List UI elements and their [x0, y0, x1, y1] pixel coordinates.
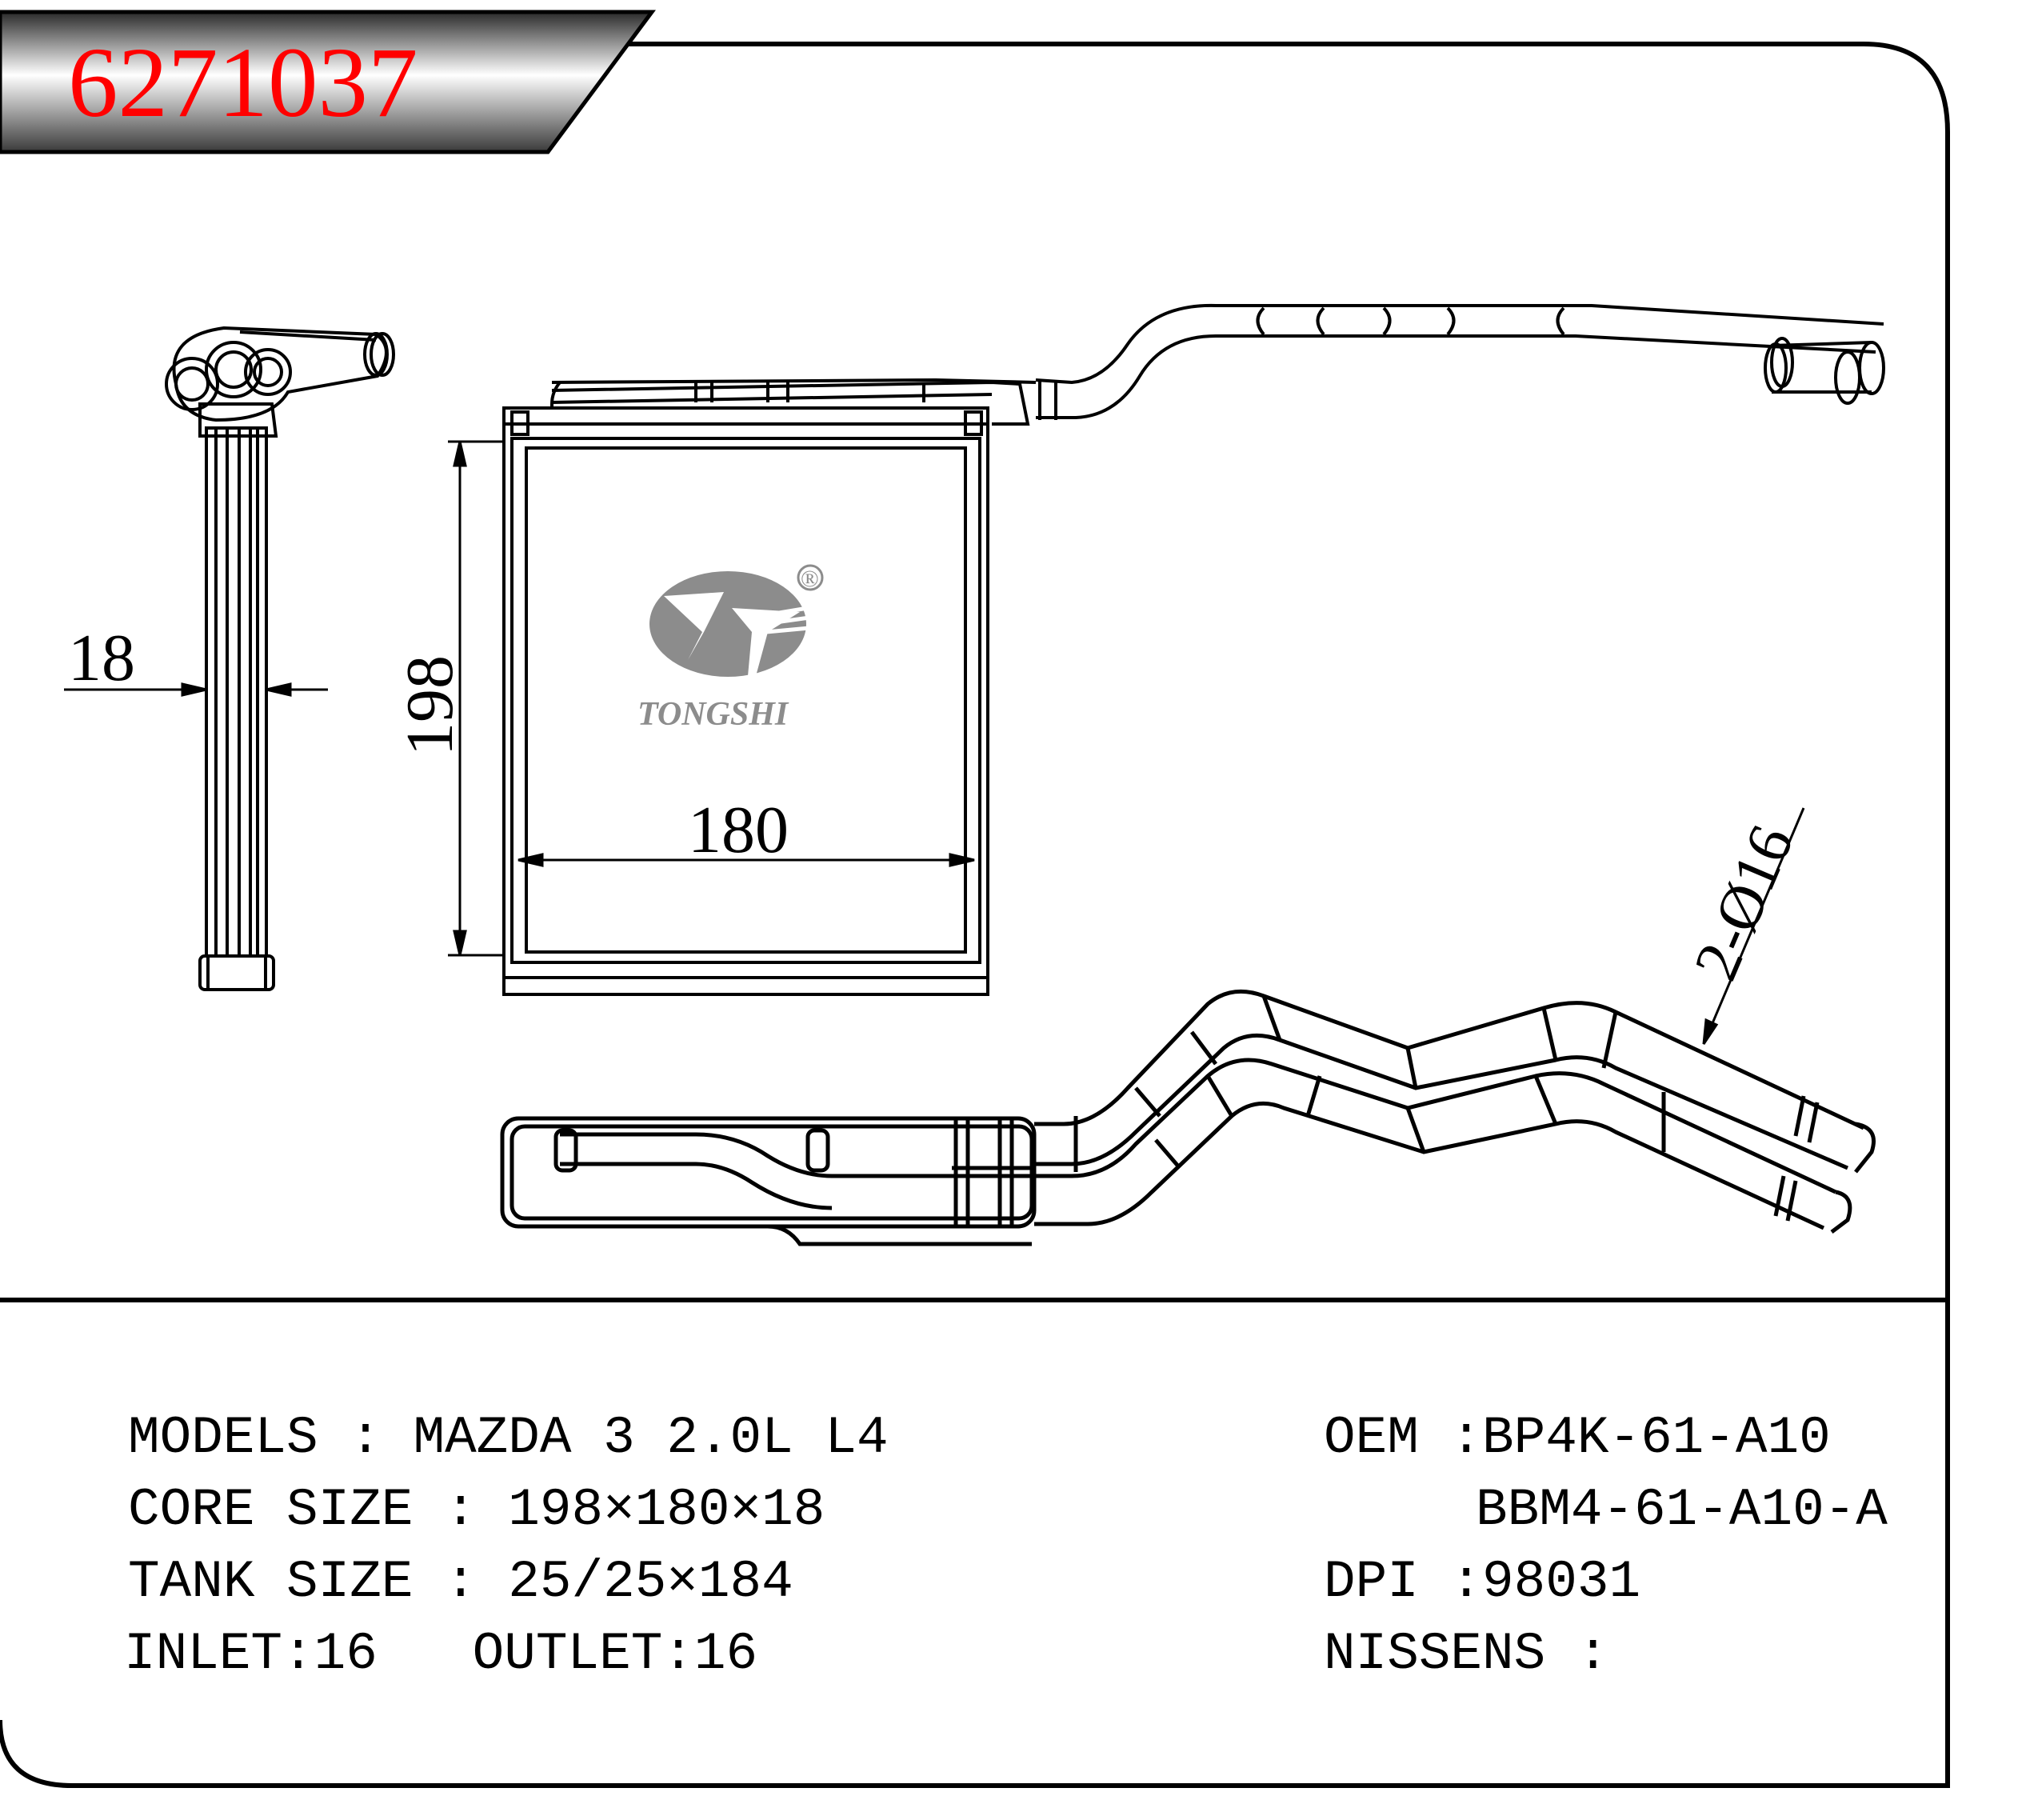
width-label: 180 [688, 793, 789, 867]
brand-name: TONGSHI [637, 696, 789, 733]
registered-icon [797, 564, 824, 591]
tongshi-logo: ® TONGSHI [637, 564, 824, 733]
thickness-label: 18 [68, 621, 135, 695]
width-dimension [517, 853, 975, 867]
spec-tank-size: TANK SIZE : 25/25×184 [128, 1552, 793, 1612]
specs-right: OEM :BP4K-61-A10 BBM4-61-A10-A DPI :9803… [1324, 1408, 1888, 1684]
spec-oem-2: BBM4-61-A10-A [1476, 1480, 1888, 1540]
logo-mark [649, 571, 806, 677]
spec-inlet-outlet: INLET:16 OUTLET:16 [124, 1624, 757, 1684]
part-number: 6271037 [68, 28, 418, 138]
height-label: 198 [393, 655, 467, 756]
pipe-diameter-callout [1702, 807, 1805, 1045]
pipe-diameter-label: 2-Ø16 [1680, 815, 1807, 989]
registered-mark: ® [801, 566, 819, 592]
front-view [502, 303, 1885, 996]
spec-models: MODELS : MAZDA 3 2.0L L4 [128, 1408, 889, 1468]
specs-left: MODELS : MAZDA 3 2.0L L4 CORE SIZE : 198… [124, 1408, 889, 1684]
side-view [165, 326, 395, 991]
thickness-dimension [64, 682, 328, 697]
spec-core-size: CORE SIZE : 198×180×18 [128, 1480, 825, 1540]
height-dimension [448, 440, 504, 957]
spec-oem-1: OEM :BP4K-61-A10 [1324, 1408, 1831, 1468]
top-view [500, 989, 1876, 1246]
header-badge: 6271037 [0, 10, 656, 154]
outer-frame [0, 42, 1950, 1788]
spec-dpi: DPI :98031 [1324, 1552, 1640, 1612]
spec-nissens: NISSENS : [1324, 1624, 1608, 1684]
